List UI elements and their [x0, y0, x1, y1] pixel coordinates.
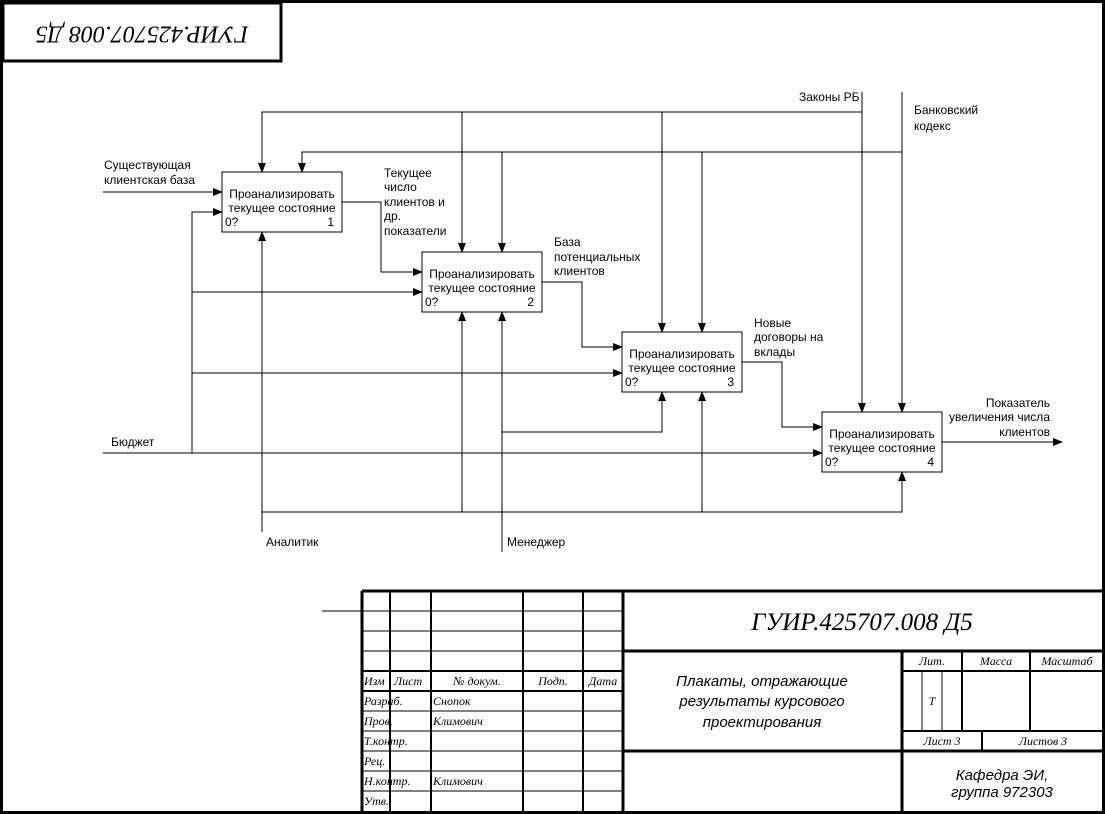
dept-line2: группа 972303 — [951, 784, 1053, 801]
sheet-number: Лист 3 — [922, 734, 960, 748]
label-new-contracts-2: договоры на — [754, 330, 824, 344]
box-4-number: 4 — [927, 455, 934, 469]
label-new-contracts-1: Новые — [754, 316, 791, 330]
label-growth-2: увеличения числа — [949, 410, 1050, 424]
sheets-total: Листов 3 — [1018, 734, 1067, 748]
label-current-count-2: число — [384, 180, 417, 194]
col-header-izm: Изм — [363, 674, 385, 688]
label-analyst: Аналитик — [266, 535, 319, 549]
label-budget: Бюджет — [111, 435, 155, 449]
arrow-lines — [103, 92, 1063, 552]
box-1-number: 1 — [327, 215, 334, 229]
label-potential-base-2: потенциальных — [554, 250, 640, 264]
label-existing-base-2: клиентская база — [104, 173, 195, 187]
col-header-date: Дата — [588, 674, 617, 688]
label-growth-3: клиентов — [999, 425, 1050, 439]
box-3-node: 0? — [625, 375, 639, 389]
name-checker: Климович — [432, 714, 483, 728]
title-block-text: ГУИР.425707.008 Д5 Плакаты, отражающие р… — [363, 609, 1093, 808]
activity-box-1[interactable]: Проанализировать текущее состояние 0? 1 — [221, 171, 343, 233]
arrow-analyst-bus — [262, 471, 906, 513]
box-2-node: 0? — [425, 295, 439, 309]
label-new-contracts-3: вклады — [754, 345, 795, 359]
mass-label: Масса — [979, 654, 1012, 668]
label-bank-code-1: Банковский — [914, 103, 978, 117]
corner-stamp: ГУИР.425707.008 Д5 — [1, 1, 283, 63]
role-reviewer: Рец. — [363, 754, 385, 768]
corner-stamp-text: ГУИР.425707.008 Д5 — [36, 20, 250, 46]
arrow-budget-box1 — [191, 208, 223, 453]
box-3-title-line1: Проанализировать — [629, 347, 735, 361]
label-potential-base-1: База — [554, 235, 581, 249]
arrow-potential-base — [542, 281, 623, 351]
box-3-number: 3 — [727, 375, 734, 389]
name-developer: Снопок — [433, 694, 471, 708]
activity-box-2[interactable]: Проанализировать текущее состояние 0? 2 — [421, 251, 543, 313]
label-laws: Законы РБ — [799, 90, 860, 104]
arrow-current-count — [342, 201, 423, 276]
box-4-title-line2: текущее состояние — [828, 441, 936, 455]
lit-label: Лит. — [918, 654, 945, 668]
label-current-count-1: Текущее — [384, 166, 432, 180]
label-manager: Менеджер — [507, 535, 566, 549]
label-bank-code-2: кодекс — [914, 119, 951, 133]
label-current-count-5: показатели — [384, 224, 446, 238]
box-3-title-line2: текущее состояние — [628, 361, 736, 375]
dept-line1: Кафедра ЭИ, — [956, 767, 1049, 784]
col-header-list: Лист — [393, 674, 422, 688]
box-1-node: 0? — [225, 215, 239, 229]
arrow-manager-box3 — [502, 391, 666, 433]
label-existing-base-1: Существующая — [104, 158, 191, 172]
doc-title-line1: Плакаты, отражающие — [676, 673, 848, 690]
col-header-doc-no: № докум. — [452, 674, 501, 688]
lit-value: Т — [929, 694, 937, 708]
activity-box-3[interactable]: Проанализировать текущее состояние 0? 3 — [621, 331, 743, 393]
box-1-title-line2: текущее состояние — [228, 201, 336, 215]
box-4-node: 0? — [825, 455, 839, 469]
scale-label: Масштаб — [1040, 654, 1093, 668]
label-current-count-4: др. — [384, 209, 401, 223]
activity-box-4[interactable]: Проанализировать текущее состояние 0? 4 — [821, 411, 943, 473]
label-growth-1: Показатель — [986, 396, 1050, 410]
role-approved: Утв. — [364, 794, 389, 808]
role-checker: Пров. — [363, 714, 393, 728]
doc-title-line2: результаты курсового — [678, 693, 844, 710]
doc-title-line3: проектирования — [703, 714, 822, 731]
box-4-title-line1: Проанализировать — [829, 427, 935, 441]
arrow-laws-bus — [258, 111, 862, 173]
box-2-number: 2 — [527, 295, 534, 309]
doc-code: ГУИР.425707.008 Д5 — [750, 609, 973, 636]
col-header-sign: Подп. — [537, 674, 568, 688]
role-developer: Разраб. — [363, 694, 403, 708]
name-norm-control: Климович — [432, 774, 483, 788]
role-norm-control: Н.контр. — [363, 774, 410, 788]
role-tech-control: Т.контр. — [364, 734, 408, 748]
label-current-count-3: клиентов и — [384, 195, 445, 209]
label-potential-base-3: клиентов — [554, 264, 605, 278]
box-1-title-line1: Проанализировать — [229, 187, 335, 201]
title-block — [322, 589, 1104, 812]
box-2-title-line2: текущее состояние — [428, 281, 536, 295]
box-2-title-line1: Проанализировать — [429, 267, 535, 281]
arrow-labels: Существующая клиентская база Бюджет Зако… — [104, 90, 1050, 549]
arrow-new-contracts — [742, 361, 823, 431]
